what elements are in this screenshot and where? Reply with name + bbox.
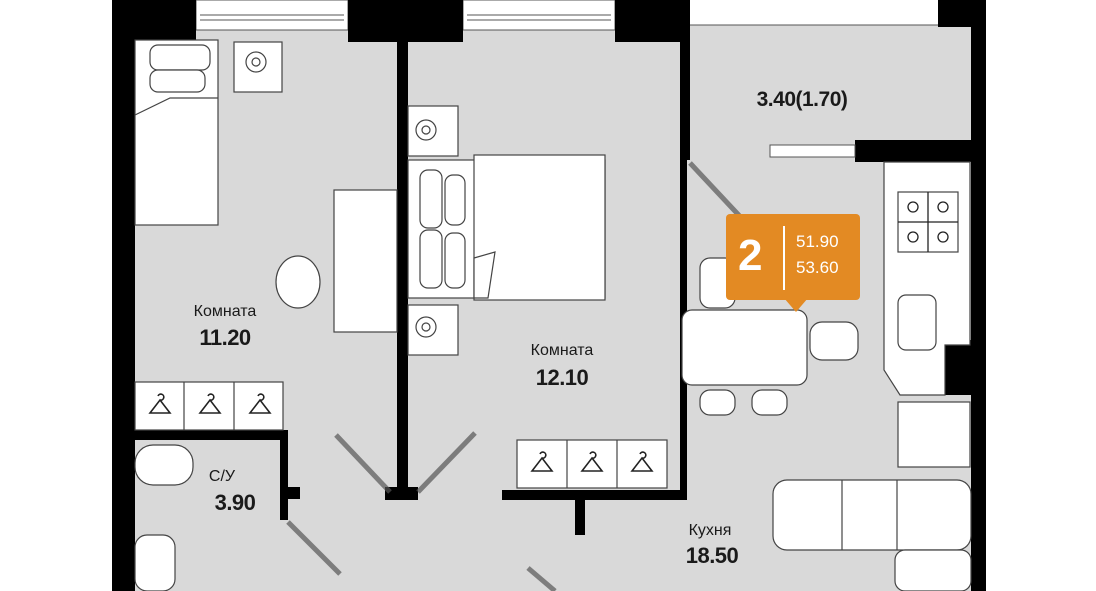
badge-pointer (784, 298, 808, 312)
room-count: 2 (738, 231, 763, 280)
outside-top-right (690, 0, 938, 25)
room-name: Комната (530, 342, 594, 359)
room-area: 18.50 (685, 543, 739, 568)
apartment-badge: 2 51.90 53.60 (726, 214, 860, 312)
total-area: 53.60 (796, 258, 839, 277)
balcony-door (769, 144, 856, 158)
door-leaves (286, 161, 750, 591)
room-name: С/У (208, 468, 236, 485)
room-area: 11.20 (199, 325, 251, 350)
balcony-area: 3.40(1.70) (756, 88, 848, 111)
room-area: 12.10 (535, 365, 589, 390)
room-area: 3.90 (214, 490, 256, 515)
room-name: Кухня (688, 522, 732, 539)
wardrobe-hanger-icons (148, 393, 654, 472)
badge-divider (783, 226, 785, 290)
living-area: 51.90 (796, 232, 839, 251)
balcony-floor (690, 25, 972, 145)
furniture (134, 39, 972, 591)
room-name: Комната (193, 303, 257, 320)
stove-icon (898, 192, 958, 252)
